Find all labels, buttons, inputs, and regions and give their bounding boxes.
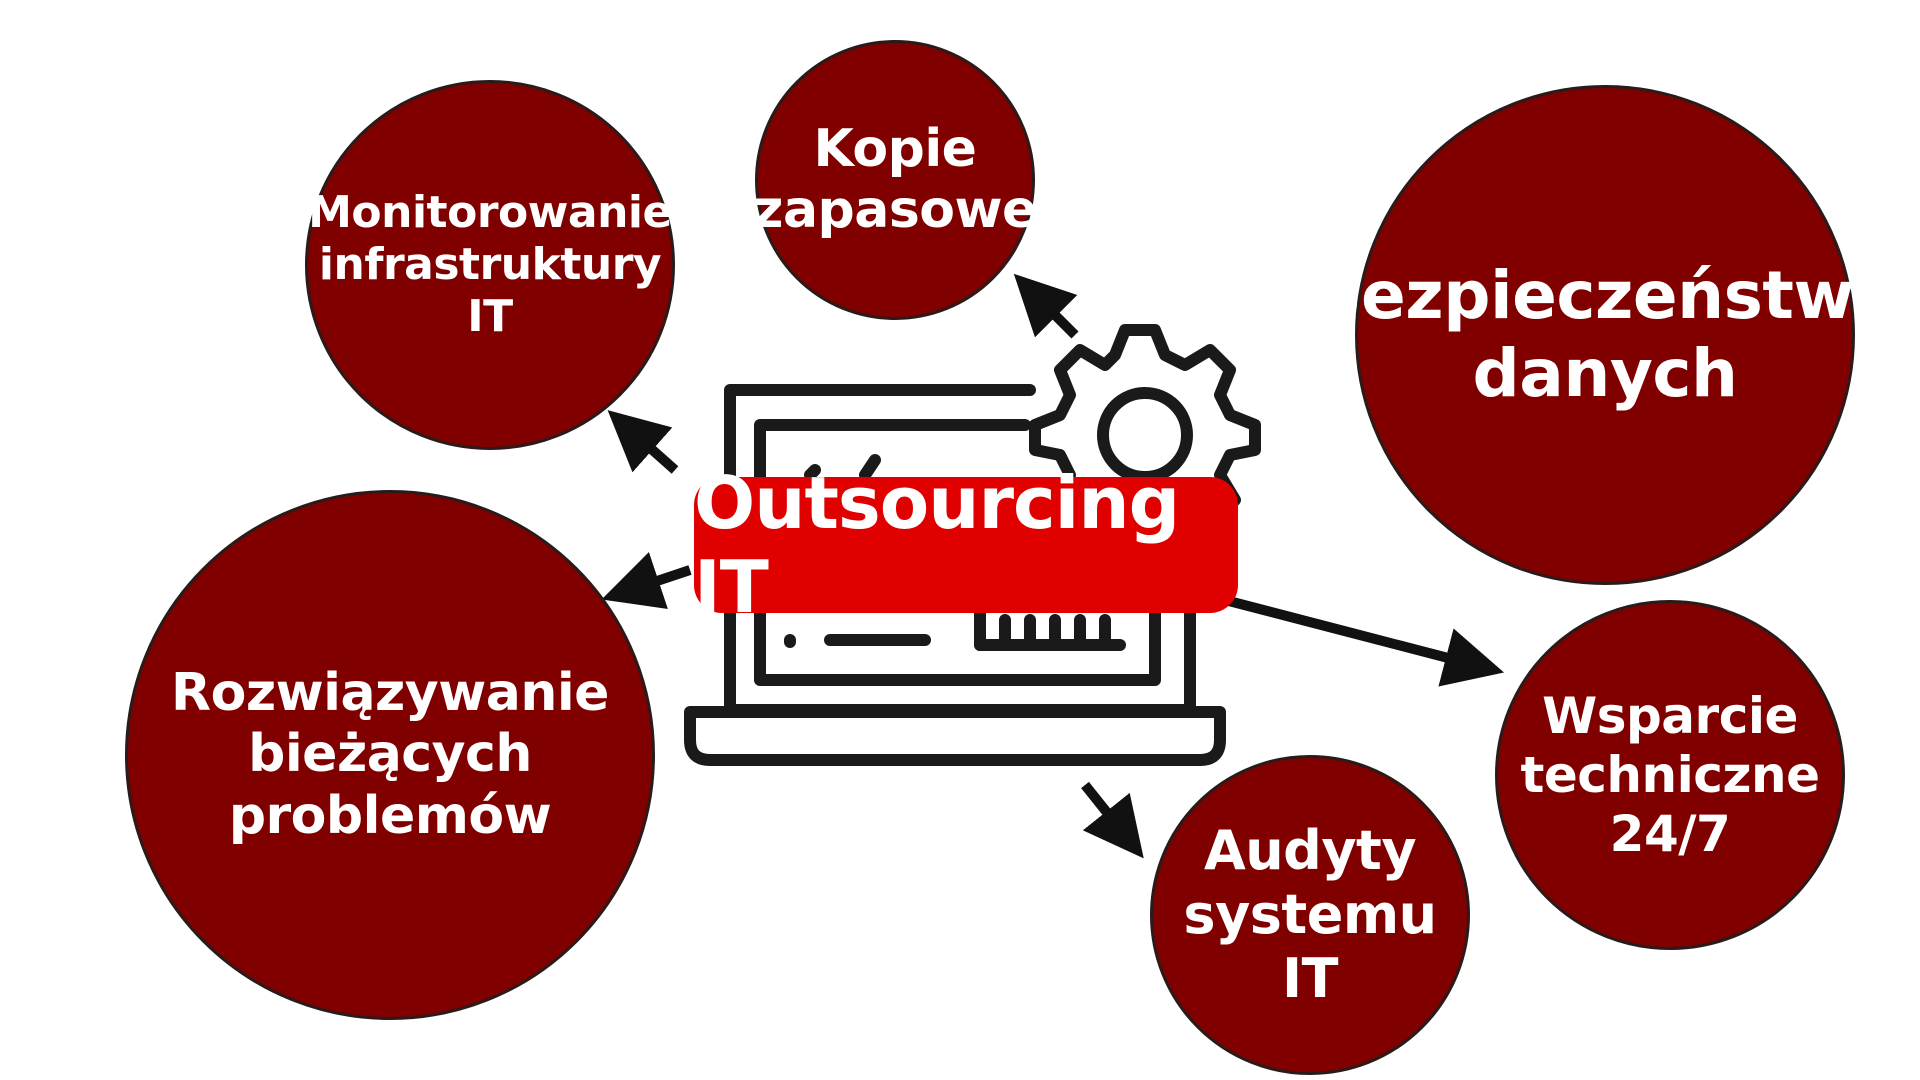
center-label: Outsourcing IT: [694, 461, 1238, 629]
arrow-icon: [601, 552, 692, 609]
node-monitoring: Monitorowanie infrastruktury IT: [305, 80, 675, 450]
laptop-icon: [684, 384, 1226, 766]
arrow-icon: [1081, 781, 1144, 859]
node-troubleshooting: Rozwiązywanie bieżących problemów: [125, 490, 655, 1020]
arrows: [601, 273, 1505, 859]
node-data-security: Bezpieczeństwo danych: [1311, 85, 1899, 585]
node-it-audits: Audyty systemu IT: [1150, 755, 1470, 1075]
arrow-icon: [607, 410, 679, 474]
arrow-icon: [1013, 273, 1079, 339]
node-tech-support: Wsparcie techniczne 24/7: [1495, 600, 1845, 950]
node-backups: Kopie zapasowe: [753, 40, 1037, 320]
arrow-icon: [1223, 595, 1505, 687]
